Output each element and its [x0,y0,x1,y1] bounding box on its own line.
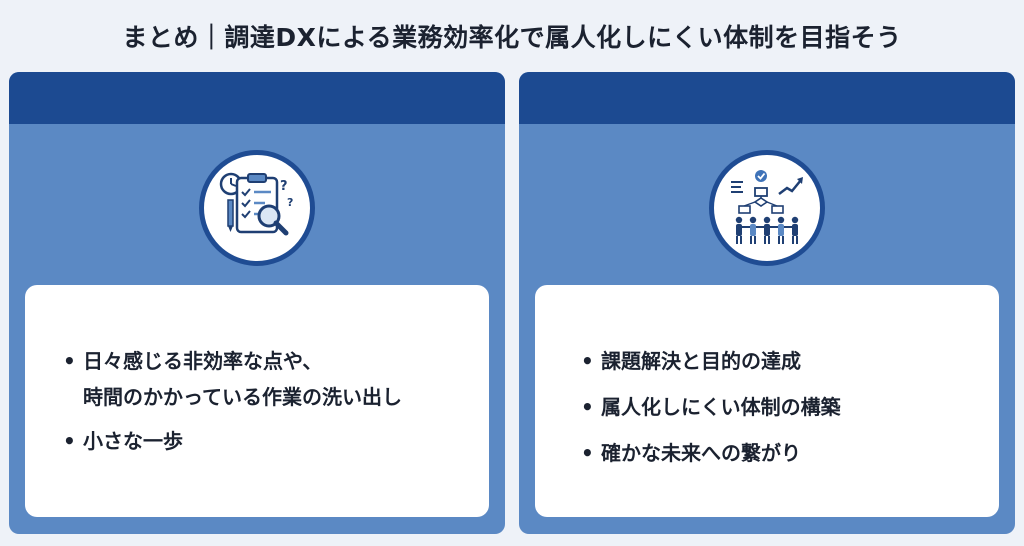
bullet-line: 日々感じる非効率な点や、 [83,349,323,373]
svg-text:?: ? [287,196,293,209]
bullet-line: 確かな未来への繋がり [601,441,801,465]
list-item: 小さな一歩 [63,423,467,459]
right-bullet-list: 課題解決と目的の達成 属人化しにくい体制の構築 確かな未来への繋がり [581,343,977,471]
list-item: 日々感じる非効率な点や、 時間のかかっている作業の洗い出し [63,343,467,415]
right-panel-header [519,72,1015,124]
right-content-box: 課題解決と目的の達成 属人化しにくい体制の構築 確かな未来への繋がり [535,285,999,517]
left-panel-header [9,72,505,124]
clipboard-checklist-magnifier-icon: ? ? [199,150,315,266]
list-item: 確かな未来への繋がり [581,435,977,471]
bullet-line: 課題解決と目的の達成 [601,349,801,373]
list-item: 属人化しにくい体制の構築 [581,389,977,425]
bullet-line: 時間のかかっている作業の洗い出し [83,385,402,409]
svg-text:?: ? [280,179,288,194]
page-title: まとめ｜調達DXによる業務効率化で属人化しにくい体制を目指そう [122,23,902,52]
bullet-line: 属人化しにくい体制の構築 [601,395,841,419]
bullet-line: 小さな一歩 [83,429,183,453]
left-bullet-list: 日々感じる非効率な点や、 時間のかかっている作業の洗い出し 小さな一歩 [63,343,467,459]
left-panel: ? ? 日々感じる非効率な点や、 時間のかかっている作業の洗い出し 小さな一歩 [9,72,505,534]
team-flowchart-growth-icon [709,150,825,266]
right-panel: 課題解決と目的の達成 属人化しにくい体制の構築 確かな未来への繋がり [519,72,1015,534]
list-item: 課題解決と目的の達成 [581,343,977,379]
left-content-box: 日々感じる非効率な点や、 時間のかかっている作業の洗い出し 小さな一歩 [25,285,489,517]
